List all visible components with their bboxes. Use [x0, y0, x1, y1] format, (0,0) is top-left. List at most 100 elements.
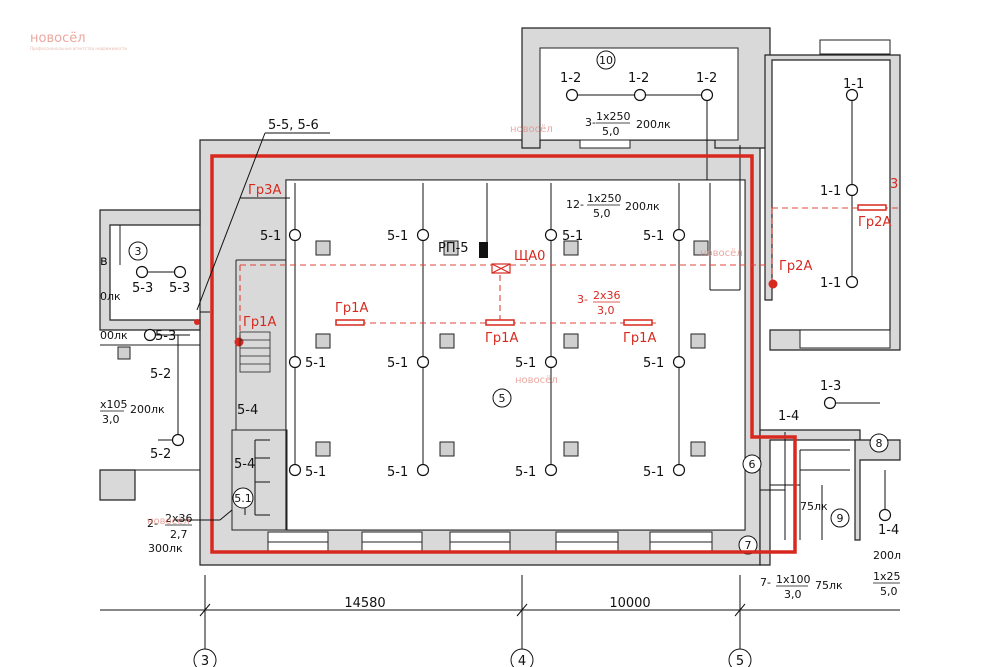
label-1-2: 1-2	[628, 71, 649, 86]
fixture	[845, 88, 859, 102]
watermark-brand: новосёл	[700, 248, 743, 259]
room9-wall	[854, 439, 901, 541]
label-sha0: ЩА0	[514, 249, 545, 264]
label-5-0: 5,0	[602, 125, 620, 138]
fixture	[544, 228, 558, 242]
fixture	[672, 463, 686, 477]
fixture-label-1-4: 1-4	[778, 409, 799, 424]
label-12-prefix: 12-	[566, 198, 584, 211]
watermark-tagline: Профессиональные агентства недвижимости	[30, 46, 127, 51]
label-3-prefix: 3-	[577, 293, 588, 306]
emergency-points	[194, 279, 778, 347]
label-3-0: 3,0	[597, 304, 615, 317]
fixture-label-5-1: 5-1	[260, 229, 281, 244]
label-gr2a: Гр2А	[858, 215, 891, 230]
fixture-label-5-1: 5-1	[562, 229, 583, 244]
fixture-label-5-1: 5-1	[305, 356, 326, 371]
watermark-brand: новосёл	[147, 516, 190, 527]
fixture-label-5-1: 5-1	[643, 465, 664, 480]
label-gr3a: Гр3А	[248, 183, 281, 198]
label-5-5-5-6: 5-5, 5-6	[268, 118, 319, 133]
fixture-label-1-1: 1-1	[820, 184, 841, 199]
watermark-brand: новосёл	[30, 31, 86, 46]
label-300lk: 300лк	[148, 542, 183, 555]
room-number-5-1: 5.1	[234, 492, 252, 505]
dimension-10000: 10000	[609, 596, 650, 611]
room-number-6: 6	[749, 458, 756, 471]
windows-top	[579, 39, 891, 349]
emergency-fixtures	[335, 204, 887, 326]
windows-bottom	[267, 531, 713, 553]
watermark-brand: новосёл	[510, 124, 553, 135]
room-markers	[128, 50, 889, 555]
fixture-label-1-1: 1-1	[843, 77, 864, 92]
columns	[117, 240, 709, 457]
fixture	[171, 433, 185, 447]
label-1x250: 1x250	[596, 110, 631, 123]
axis-markers	[193, 648, 752, 667]
fixture	[416, 355, 430, 369]
fixture-label-5-1: 5-1	[387, 356, 408, 371]
fixture-label-5-3: 5-3	[155, 329, 176, 344]
left-room-lines	[100, 224, 288, 531]
label-0lk: 0лк	[100, 290, 121, 303]
room-numbers: 10 3 5 5.1 6 7 8 9	[135, 54, 883, 552]
fixture-label-5-1: 5-1	[515, 356, 536, 371]
room-number-5: 5	[499, 392, 506, 405]
fixture	[878, 508, 892, 522]
fixture-label-5-1: 5-1	[387, 229, 408, 244]
fixture	[288, 228, 302, 242]
fixture	[565, 88, 579, 102]
label-200lk: 200лк	[130, 403, 165, 416]
fixture	[288, 355, 302, 369]
fixture-label-1-4: 1-4	[878, 523, 899, 538]
fixture	[700, 88, 714, 102]
fixture	[135, 265, 149, 279]
label-b: в	[100, 254, 108, 269]
fixture	[544, 463, 558, 477]
axis-label-5: 5	[736, 654, 744, 667]
main-hall-floor	[285, 179, 746, 531]
room-number-9: 9	[837, 512, 844, 525]
fixture-label-1-3: 1-3	[820, 379, 841, 394]
fixture	[288, 463, 302, 477]
sha0-panel	[491, 263, 511, 274]
light-fixtures	[135, 88, 892, 522]
fixture	[845, 183, 859, 197]
watermarks: новосёл Профессиональные агентства недви…	[30, 31, 743, 527]
label-gr1a: Гр1А	[335, 301, 368, 316]
label-3-0: 3,0	[784, 588, 802, 601]
label-1-2: 1-2	[696, 71, 717, 86]
label-3-prefix: 3-	[585, 116, 596, 129]
label-gr1a: Гр1А	[243, 315, 276, 330]
room-number-10: 10	[599, 54, 613, 67]
fixture-label-5-1: 5-1	[305, 465, 326, 480]
fixture-label-5-1: 5-1	[515, 465, 536, 480]
fixture	[416, 228, 430, 242]
fixture-label-5-1: 5-1	[643, 229, 664, 244]
fixture	[173, 265, 187, 279]
axis-label-3: 3	[201, 654, 209, 667]
label-200lk: 200лк	[625, 200, 660, 213]
label-3: 3	[890, 177, 898, 192]
fixture-label-5-1: 5-1	[643, 356, 664, 371]
fixture-label-5-2: 5-2	[150, 447, 171, 462]
label-gr2a: Гр2А	[779, 259, 812, 274]
label-1x250: 1x250	[587, 192, 622, 205]
leader-lines	[175, 132, 330, 521]
fixture-label-5-3: 5-3	[132, 281, 153, 296]
red-boundary	[210, 154, 797, 554]
text-labels: 5-5, 5-6 1-2 1-2 1-2 3- 1x250 5,0 200лк …	[100, 71, 901, 601]
fixture-label-5-4: 5-4	[234, 457, 255, 472]
label-3-0: 3,0	[102, 413, 120, 426]
dimension-14580: 14580	[344, 596, 385, 611]
fixture-label-1-1: 1-1	[820, 276, 841, 291]
label-200lk: 200лк	[636, 118, 671, 131]
axis-label-4: 4	[518, 654, 526, 667]
fixture	[672, 355, 686, 369]
right-upper-wall	[764, 54, 901, 351]
fixture	[143, 328, 157, 342]
rp5-panel	[479, 242, 488, 258]
